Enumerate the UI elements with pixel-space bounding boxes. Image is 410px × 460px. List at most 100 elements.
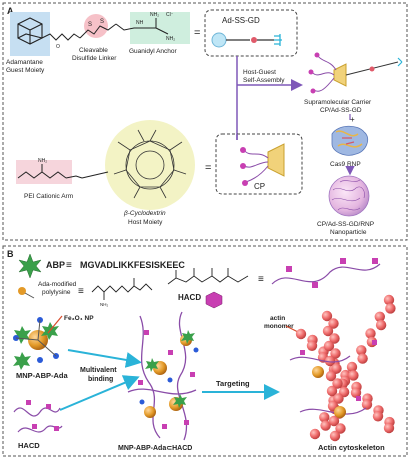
pei-chain [17,164,83,179]
actin-decorations [289,340,377,418]
actin-bead [374,311,385,322]
hacd-structure [167,268,249,285]
cyclodextrin-highlight [105,120,195,210]
actin-bead [383,294,395,306]
actin-monomer-label-2: monomer [264,323,294,330]
actin-bead [331,363,342,374]
actin-bead [328,415,340,427]
chloride-ion: Cl⁻ [166,12,174,18]
guanidyl-bonds [115,18,169,35]
abp-label: ABP [46,260,65,270]
actin-bead [350,387,362,398]
actin-bead [323,340,335,352]
cleavable-label-2: Disulfide Linker [72,55,117,62]
actin-bead [309,428,321,440]
actin-bead [325,370,337,382]
actin-bead [372,411,384,422]
pei-label: PEI Cationic Arm [24,193,73,200]
actin-bead [357,353,368,364]
actin-bead [335,423,346,434]
sulfur-2: S [100,19,104,25]
hacd-to-complex-arrow [59,375,140,411]
actin-bead [361,399,373,410]
host-guest-label-1: Host-Guest [243,69,276,76]
ad-ss-gd-label: Ad-SS-GD [222,16,260,25]
plus-sign: + [350,115,355,124]
cleavable-label-1: Cleavable [79,47,108,54]
actin-monomer-label-1: actin [270,315,285,322]
actin-bead [383,422,395,434]
host-guest-label-2: Self-Assembly [243,77,285,84]
hacd-label: HACD [178,293,201,302]
actin-bead [348,370,359,381]
abp-star-icon [18,253,42,279]
hacd-chain-icon [271,263,381,285]
actin-bead [385,303,396,314]
actin-bead [295,328,307,340]
actin-bead [329,430,341,442]
ada-orange-dot [18,287,26,295]
panel-a-letter: A [7,6,14,16]
actin-bead [326,385,338,397]
hacd-equiv-sign: ≡ [258,274,264,285]
cp-icon [240,143,285,186]
cyclodextrin-label-1: β-Cyclodextrin [123,210,166,217]
nanoparticle-sphere [328,175,370,217]
actin-bead [346,361,358,373]
multivalent-label-1: Multivalent [80,367,117,374]
cp-label: CP [254,182,265,191]
actin-filaments [295,294,396,442]
hacd-cube-icon [205,291,223,309]
actin-bead [322,325,334,337]
actin-bead [332,378,343,389]
guanidyl-label: Guanidyl Anchor [129,48,178,55]
ada-modified-label-1: Ada-modified [38,281,77,288]
pei-nh2: NH₂ [38,158,47,164]
complex-cluster [127,311,199,441]
actin-bead [375,319,387,331]
actin-bead [328,318,339,329]
nanoparticle-surface [331,179,365,211]
actin-bead [306,340,318,351]
equals-sign-cp: = [205,162,211,174]
cas9-label: Cas9 RNP [330,161,361,168]
actin-bead [320,420,331,431]
multivalent-arrow [67,349,142,368]
supramolecular-label-2: CP/Ad-SS-GD [320,107,362,114]
actin-bead [365,328,376,339]
equals-sign-top: = [194,27,200,39]
cas9-rnp-icon [331,125,369,156]
panel-a-frame [2,2,408,241]
fe3o4-label: Fe₃O₄ NP [64,315,94,322]
cp-box [215,133,303,195]
panel-b-frame [2,245,408,457]
ad-ss-gd-box [204,9,298,57]
hacd-bottom-label: HACD [18,441,40,450]
nanoparticle-label-2: Nanoparticle [330,229,367,236]
actin-bead [321,310,333,322]
polylysine-structure [91,278,153,300]
polylysine-nh2: NH₂ [100,302,108,307]
supramolecular-label-1: Supramolecular Carrier [304,99,372,106]
actin-bead [324,355,336,367]
pei-to-cd-bond [81,171,109,179]
abp-sequence: MGVADLIKKFESISKEEC [80,260,185,270]
mnp-abp-ada-label: MNP-ABP-Ada [16,371,68,380]
adamantane-label-1: Adamantane [6,59,43,66]
adamantane-label-2: Guest Moiety [6,67,45,74]
actin-cytoskeleton-label: Actin cytoskeleton [318,443,385,452]
actin-bead [356,345,367,356]
actin-bead [319,412,330,423]
disulfide-bond [79,23,117,39]
complex-label: MNP-ABP-Ada⊂HACD [118,445,192,452]
ada-equiv-sign: ≡ [78,286,84,297]
abp-equiv-sign: ≡ [66,260,72,271]
supramolecular-carrier-icon [308,52,403,94]
guanidyl-nh: NH [136,20,144,26]
actin-bead [333,393,344,404]
hacd-bottom-chains [13,400,63,433]
disulfide-highlight [84,14,108,38]
fe3o4-pointer [47,315,63,334]
cyclodextrin-label-2: Host Moiety [128,219,163,226]
